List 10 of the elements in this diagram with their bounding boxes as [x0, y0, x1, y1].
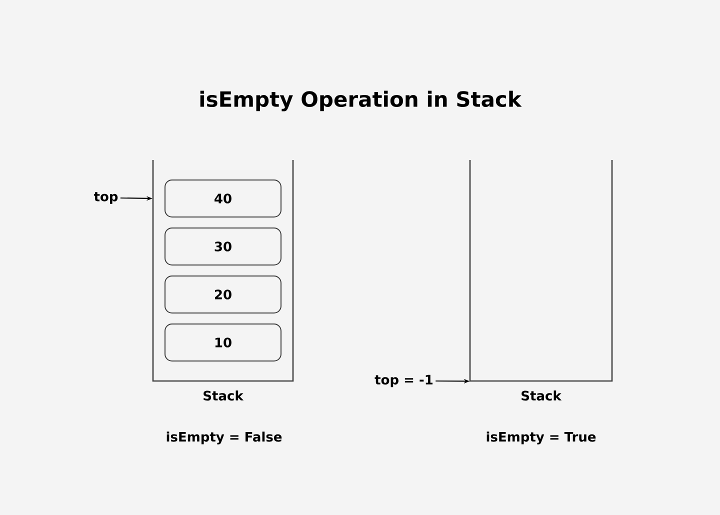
- stack-item: 20: [164, 276, 282, 314]
- stack-item: 30: [164, 228, 282, 266]
- status-text: isEmpty = True: [486, 432, 596, 444]
- pointer-label: top: [94, 192, 118, 204]
- status-text: isEmpty = False: [166, 432, 282, 444]
- pointer-label: top = -1: [374, 374, 433, 388]
- stack-item: 10: [164, 324, 282, 362]
- title: isEmpty Operation in Stack: [200, 90, 522, 112]
- stack-container: Stack: [469, 160, 613, 401]
- stack-item: 40: [164, 180, 282, 218]
